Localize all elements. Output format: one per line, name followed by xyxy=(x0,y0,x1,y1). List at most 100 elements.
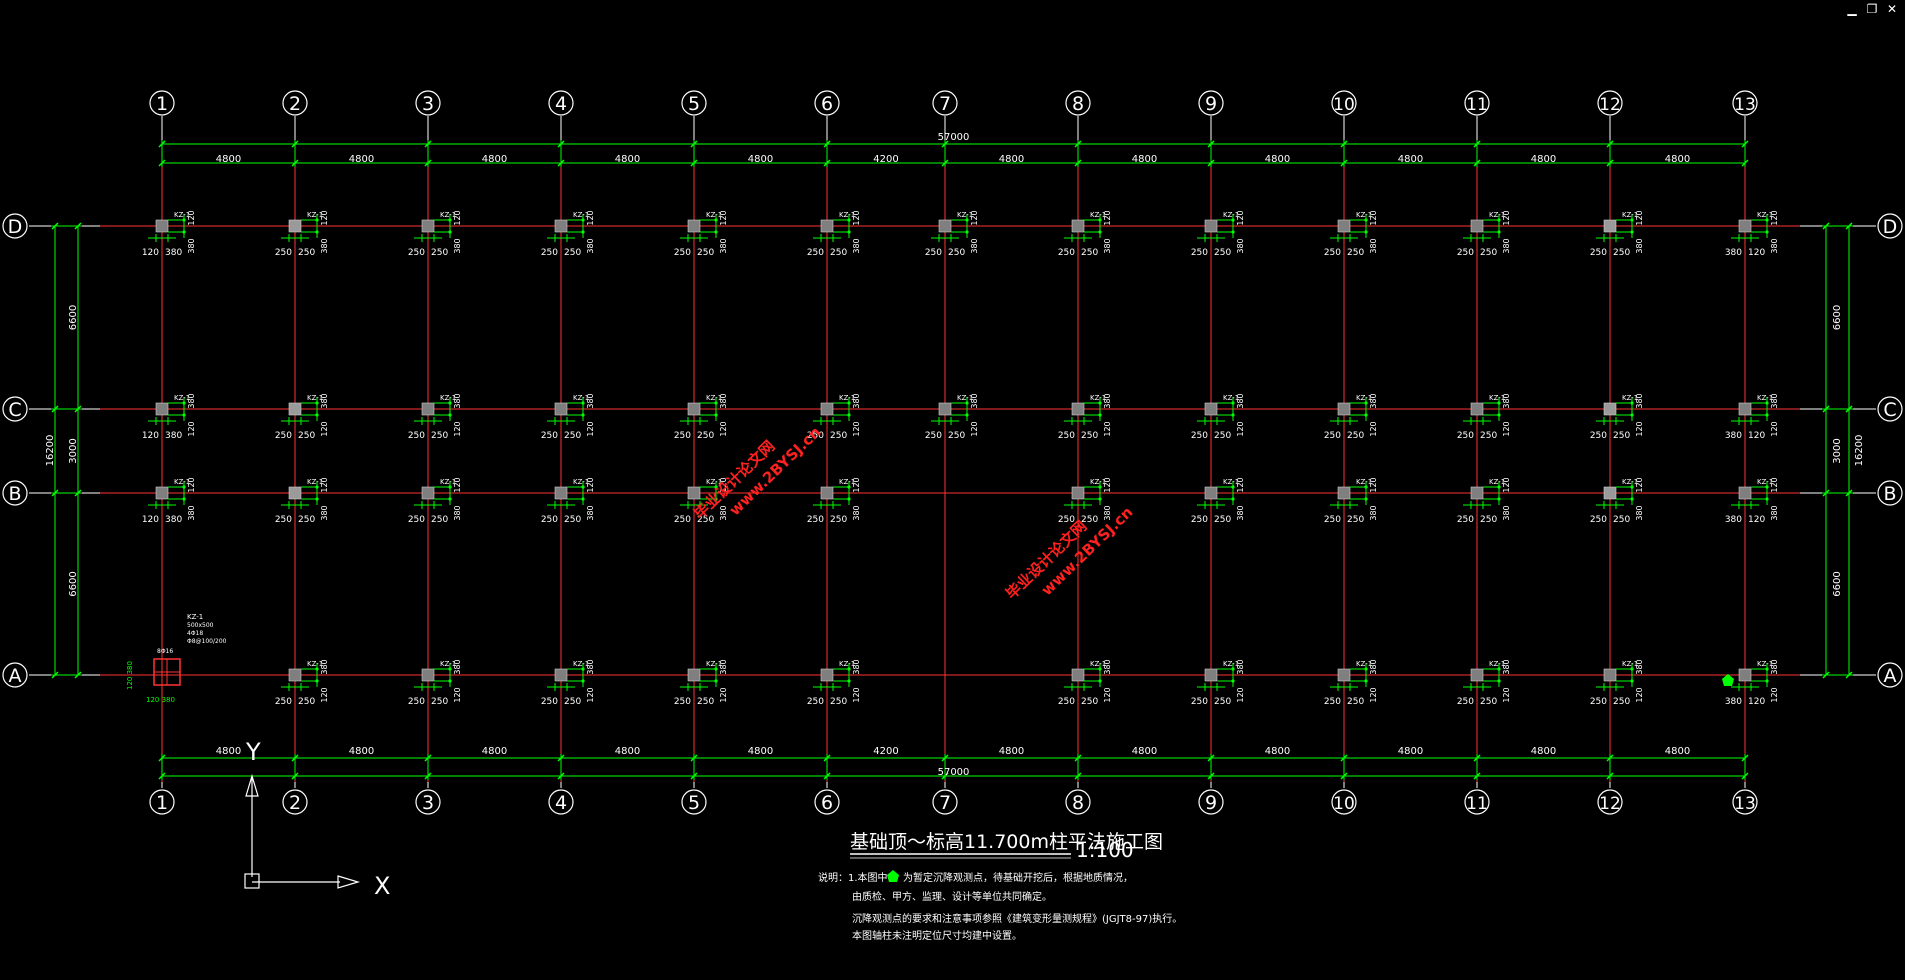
column-B-9[interactable] xyxy=(1204,486,1218,500)
column-A-3[interactable] xyxy=(421,668,435,682)
column-B-8[interactable] xyxy=(1071,486,1085,500)
column-B-4[interactable] xyxy=(554,486,568,500)
column-A-4[interactable] xyxy=(554,668,568,682)
axis-bubble-top-2[interactable] xyxy=(282,90,308,116)
axis-bubble-top-11[interactable] xyxy=(1464,90,1490,116)
column-D-8[interactable] xyxy=(1071,219,1085,233)
column-dim-h2: 250 xyxy=(298,697,315,707)
column-dim-v2: 380 xyxy=(1502,505,1511,520)
column-dim-h1: 380 xyxy=(1725,431,1742,441)
axis-bubble-top-10[interactable] xyxy=(1331,90,1357,116)
axis-bubble-top-9[interactable] xyxy=(1198,90,1224,116)
restore-button[interactable]: ❐ xyxy=(1866,2,1878,16)
column-B-11[interactable] xyxy=(1470,486,1484,500)
axis-bubble-bottom-9[interactable] xyxy=(1198,789,1224,815)
axis-bubble-right-B[interactable] xyxy=(1877,480,1903,506)
axis-bubble-bottom-6[interactable] xyxy=(814,789,840,815)
column-C-8[interactable] xyxy=(1071,402,1085,416)
axis-bubble-left-B[interactable] xyxy=(2,480,28,506)
column-dim-h2: 250 xyxy=(1613,697,1630,707)
axis-bubble-right-A[interactable] xyxy=(1877,662,1903,688)
axis-bubble-left-A[interactable] xyxy=(2,662,28,688)
axis-bubble-right-C[interactable] xyxy=(1877,396,1903,422)
axis-bubble-top-13[interactable] xyxy=(1732,90,1758,116)
column-B-10[interactable] xyxy=(1337,486,1351,500)
column-D-9[interactable] xyxy=(1204,219,1218,233)
axis-bubble-top-6[interactable] xyxy=(814,90,840,116)
column-C-13[interactable] xyxy=(1738,402,1752,416)
column-C-2[interactable] xyxy=(288,402,302,416)
dim-tick xyxy=(690,140,698,148)
column-B-3[interactable] xyxy=(421,486,435,500)
column-C-11[interactable] xyxy=(1470,402,1484,416)
minimize-button[interactable]: ▁ xyxy=(1847,2,1857,16)
column-D-1[interactable] xyxy=(155,219,169,233)
dim-tick xyxy=(424,772,432,780)
axis-bubble-top-8[interactable] xyxy=(1065,90,1091,116)
column-D-10[interactable] xyxy=(1337,219,1351,233)
column-D-2[interactable] xyxy=(288,219,302,233)
axis-bubble-bottom-8[interactable] xyxy=(1065,789,1091,815)
column-A-13[interactable] xyxy=(1738,668,1752,682)
axis-bubble-bottom-5[interactable] xyxy=(681,789,707,815)
column-D-4[interactable] xyxy=(554,219,568,233)
column-A-11[interactable] xyxy=(1470,668,1484,682)
column-A-2[interactable] xyxy=(288,668,302,682)
column-A-9[interactable] xyxy=(1204,668,1218,682)
column-C-5[interactable] xyxy=(687,402,701,416)
column-C-4[interactable] xyxy=(554,402,568,416)
column-A-8[interactable] xyxy=(1071,668,1085,682)
column-D-13[interactable] xyxy=(1738,219,1752,233)
column-dim-v1: 120 xyxy=(852,477,861,492)
axis-bubble-top-4[interactable] xyxy=(548,90,574,116)
column-D-3[interactable] xyxy=(421,219,435,233)
column-D-7[interactable] xyxy=(938,219,952,233)
axis-bubble-bottom-7[interactable] xyxy=(932,789,958,815)
axis-bubble-top-5[interactable] xyxy=(681,90,707,116)
axis-bubble-bottom-13[interactable] xyxy=(1732,789,1758,815)
axis-bubble-bottom-3[interactable] xyxy=(415,789,441,815)
axis-bubble-right-D[interactable] xyxy=(1877,213,1903,239)
close-button[interactable]: ✕ xyxy=(1886,2,1898,16)
column-C-12[interactable] xyxy=(1603,402,1617,416)
column-label: KZ-1 xyxy=(1090,211,1106,219)
column-D-5[interactable] xyxy=(687,219,701,233)
column-B-5[interactable] xyxy=(687,486,701,500)
dim-x-label: 4800 xyxy=(615,154,640,165)
column-C-6[interactable] xyxy=(820,402,834,416)
column-B-2[interactable] xyxy=(288,486,302,500)
dim-tick xyxy=(1845,222,1853,230)
axis-bubble-bottom-11[interactable] xyxy=(1464,789,1490,815)
col-dim-dot xyxy=(1364,679,1368,683)
column-label: KZ-1 xyxy=(440,660,456,668)
column-A-6[interactable] xyxy=(820,668,834,682)
column-A-12[interactable] xyxy=(1603,668,1617,682)
column-C-3[interactable] xyxy=(421,402,435,416)
axis-bubble-bottom-4[interactable] xyxy=(548,789,574,815)
column-D-11[interactable] xyxy=(1470,219,1484,233)
axis-bubble-top-7[interactable] xyxy=(932,90,958,116)
axis-bubble-left-C[interactable] xyxy=(2,396,28,422)
axis-bubble-bottom-12[interactable] xyxy=(1597,789,1623,815)
axis-bubble-top-1[interactable] xyxy=(149,90,175,116)
column-C-10[interactable] xyxy=(1337,402,1351,416)
column-A-10[interactable] xyxy=(1337,668,1351,682)
column-B-12[interactable] xyxy=(1603,486,1617,500)
axis-bubble-left-D[interactable] xyxy=(2,213,28,239)
axis-bubble-bottom-10[interactable] xyxy=(1331,789,1357,815)
column-B-6[interactable] xyxy=(820,486,834,500)
column-B-13[interactable] xyxy=(1738,486,1752,500)
column-A-5[interactable] xyxy=(687,668,701,682)
column-D-12[interactable] xyxy=(1603,219,1617,233)
axis-bubble-top-12[interactable] xyxy=(1597,90,1623,116)
axis-bubble-bottom-1[interactable] xyxy=(149,789,175,815)
column-C-9[interactable] xyxy=(1204,402,1218,416)
column-D-6[interactable] xyxy=(820,219,834,233)
column-C-1[interactable] xyxy=(155,402,169,416)
axis-bubble-bottom-2[interactable] xyxy=(282,789,308,815)
column-B-1[interactable] xyxy=(155,486,169,500)
column-dim-h1: 120 xyxy=(142,515,159,525)
axis-bubble-top-3[interactable] xyxy=(415,90,441,116)
column-C-7[interactable] xyxy=(938,402,952,416)
